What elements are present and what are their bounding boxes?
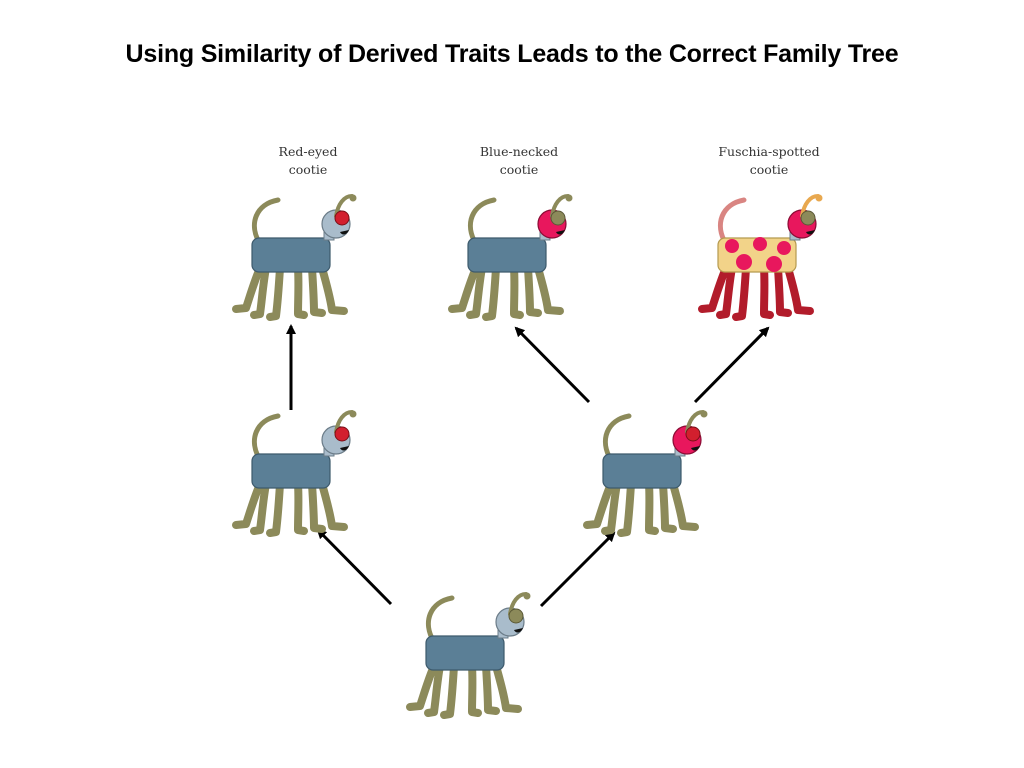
arrow-right-to-fuschia-spotted xyxy=(693,326,770,404)
label-fuschia-spotted-cootie: Fuschia-spotted cootie xyxy=(669,143,869,179)
arrow-right-to-blue-necked xyxy=(514,326,591,404)
label-line: cootie xyxy=(288,162,328,177)
arrow-root-to-right xyxy=(539,531,616,608)
label-line: Fuschia-spotted xyxy=(718,144,820,159)
arrow-root-to-left xyxy=(316,528,393,606)
label-line: cootie xyxy=(499,162,539,177)
label-line: Blue-necked xyxy=(479,144,559,159)
cootie-red-eyed xyxy=(236,194,357,318)
cootie-fuschia-spotted xyxy=(702,194,823,318)
label-line: Red-eyed xyxy=(278,144,338,159)
cootie-blue-necked xyxy=(452,194,573,318)
label-red-eyed-cootie: Red-eyed cootie xyxy=(208,143,408,179)
cootie-ancestor-red-eye xyxy=(236,410,357,534)
label-blue-necked-cootie: Blue-necked cootie xyxy=(419,143,619,179)
slide-title: Using Similarity of Derived Traits Leads… xyxy=(125,40,899,68)
label-line: cootie xyxy=(749,162,789,177)
cootie-ancestor-pink-head xyxy=(587,410,708,534)
cootie-root-ancestor xyxy=(410,592,531,716)
